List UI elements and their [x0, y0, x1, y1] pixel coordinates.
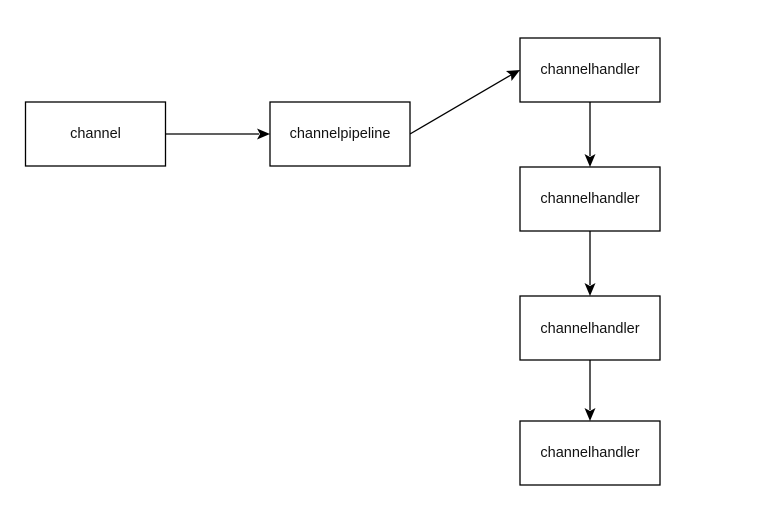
arrowhead-icon — [506, 70, 520, 81]
node-label: channelhandler — [540, 191, 639, 207]
node-box — [519, 37, 661, 103]
edge-pipeline-to-handler-1 — [409, 70, 520, 135]
edge-channel-to-pipeline — [165, 128, 270, 140]
node-channelpipeline: channelpipeline — [269, 101, 411, 167]
edge-handler-3-to-handler-4 — [584, 360, 596, 421]
arrowhead-icon — [584, 283, 596, 296]
node-box — [269, 101, 411, 167]
edge-line — [409, 74, 512, 135]
node-label: channelhandler — [540, 62, 639, 78]
node-channelhandler-4: channelhandler — [519, 420, 661, 486]
node-label: channelhandler — [540, 445, 639, 461]
arrowhead-icon — [257, 128, 270, 140]
arrowhead-icon — [584, 408, 596, 421]
node-box — [519, 295, 661, 361]
node-channelhandler-3: channelhandler — [519, 295, 661, 361]
node-box — [519, 166, 661, 232]
node-channel: channel — [24, 101, 167, 167]
node-box — [24, 101, 167, 167]
node-label: channel — [70, 126, 121, 142]
node-label: channelpipeline — [290, 126, 391, 142]
arrowhead-icon — [584, 154, 596, 167]
node-label: channelhandler — [540, 321, 639, 337]
edge-handler-2-to-handler-3 — [584, 231, 596, 296]
node-channelhandler-1: channelhandler — [519, 37, 661, 103]
edge-handler-1-to-handler-2 — [584, 102, 596, 167]
node-channelhandler-2: channelhandler — [519, 166, 661, 232]
node-box — [519, 420, 661, 486]
